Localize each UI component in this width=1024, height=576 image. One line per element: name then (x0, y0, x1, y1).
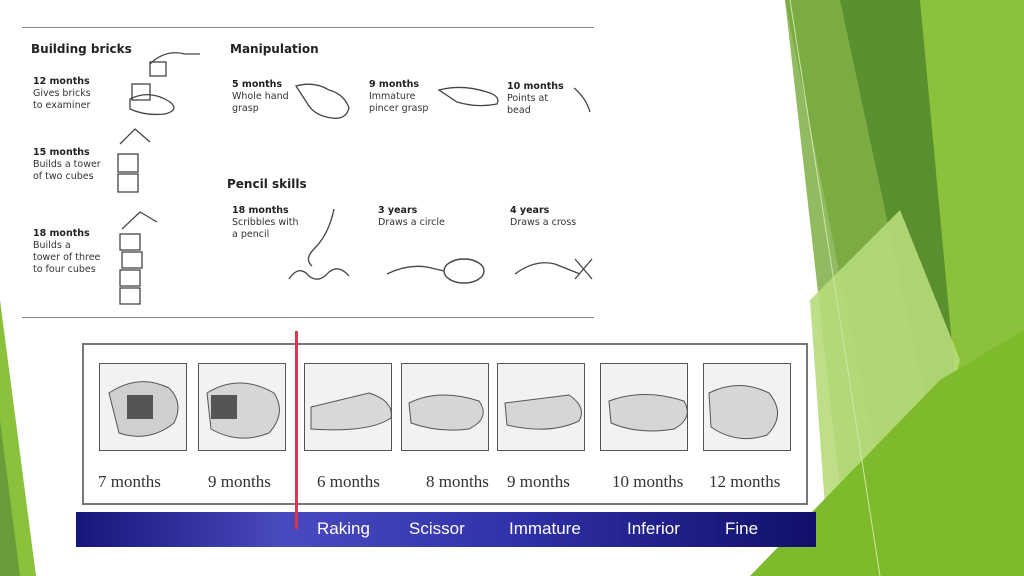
grasp-age-6: 10 months (612, 472, 683, 492)
grasp-photos-figure: 7 months 9 months 6 months 8 months 9 mo… (82, 343, 808, 505)
grasp-label-scissor: Scissor (409, 519, 465, 539)
hand-giving-brick-illustration (110, 44, 202, 124)
grasp-label-immature: Immature (509, 519, 581, 539)
grasp-age-1: 7 months (98, 472, 161, 492)
tower-two-cubes-illustration (110, 124, 170, 204)
pointing-illustration (570, 84, 594, 114)
scribble-illustration (284, 204, 354, 284)
manipulation-heading: Manipulation (230, 42, 319, 56)
draws-circle-illustration (382, 229, 487, 289)
grasp-label-fine: Fine (725, 519, 758, 539)
red-divider-line (295, 331, 298, 529)
grasp-label-inferior: Inferior (627, 519, 680, 539)
tower-four-cubes-illustration (112, 204, 172, 314)
grasp-age-5: 9 months (507, 472, 570, 492)
grasp-age-2: 9 months (208, 472, 271, 492)
grasp-label-raking: Raking (317, 519, 370, 539)
hand-sketches (99, 363, 789, 451)
whole-hand-grasp-illustration (294, 76, 354, 124)
bottom-rule (22, 317, 594, 318)
grasp-age-7: 12 months (709, 472, 780, 492)
draws-cross-illustration (510, 229, 594, 284)
grasp-type-bar: Raking Scissor Immature Inferior Fine (76, 512, 816, 547)
grasp-age-4: 8 months (426, 472, 489, 492)
pencil-skills-heading: Pencil skills (227, 177, 307, 191)
top-rule (22, 27, 594, 28)
immature-pincer-grasp-illustration (437, 82, 505, 112)
grasp-age-3: 6 months (317, 472, 380, 492)
